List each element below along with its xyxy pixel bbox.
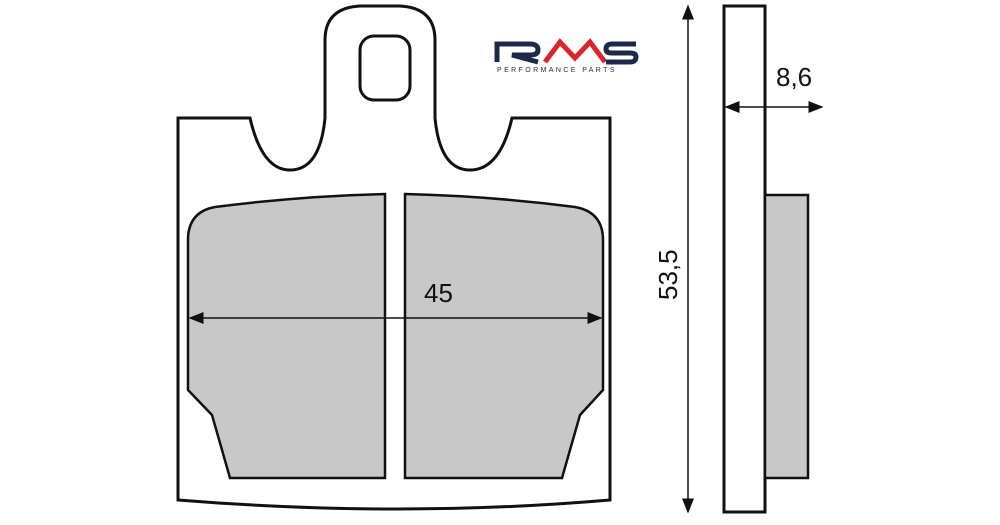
- height-label: 53,5: [653, 249, 683, 300]
- side-view-backing: [722, 4, 767, 514]
- side-view-friction: [763, 193, 810, 480]
- thickness-label: 8,6: [776, 62, 812, 92]
- width-label: 45: [424, 278, 453, 308]
- friction-pad-left: [186, 192, 387, 480]
- rms-logo: PERFORMANCE PARTS: [494, 38, 639, 74]
- friction-pad-right: [403, 192, 605, 480]
- mounting-hole: [358, 34, 412, 102]
- svg-text:PERFORMANCE PARTS: PERFORMANCE PARTS: [497, 67, 617, 74]
